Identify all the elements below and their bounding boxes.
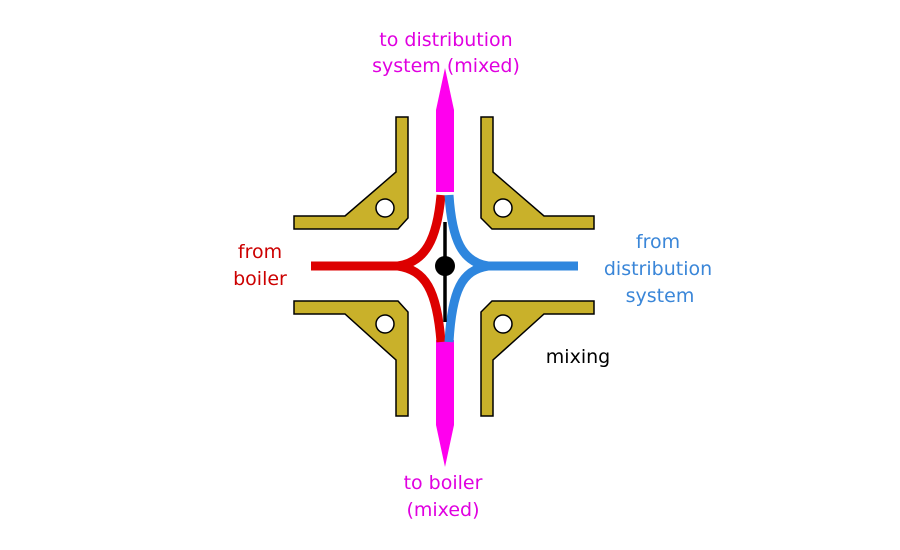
pivot-hole-bottom-left (375, 314, 395, 334)
label-top-line2: system (mixed) (372, 55, 520, 77)
hot-flow (311, 194, 446, 343)
label-bottom-line2: (mixed) (406, 499, 479, 521)
label-right-line2: distribution (604, 258, 712, 280)
hot-flow-lower-branch (397, 261, 446, 343)
label-state-mixing: mixing (546, 346, 610, 368)
pivot-hole-bottom-right (493, 314, 513, 334)
valve-pivot (435, 256, 455, 276)
label-left-line1: from (238, 241, 282, 263)
label-bottom-line1: to boiler (404, 472, 483, 494)
cold-flow (444, 194, 578, 343)
pivot-hole-top-left (375, 198, 395, 218)
pivot-holes (375, 198, 513, 334)
cold-flow-lower-branch (444, 261, 489, 343)
mixed-outlet-top-arrow (436, 68, 454, 192)
label-top-line1: to distribution (379, 29, 512, 51)
pivot-hole-top-right (493, 198, 513, 218)
label-right-line1: from (636, 231, 680, 253)
label-right-line3: system (626, 285, 695, 307)
mixed-outlet-bottom-arrow (436, 340, 454, 467)
label-left-line2: boiler (233, 268, 287, 290)
